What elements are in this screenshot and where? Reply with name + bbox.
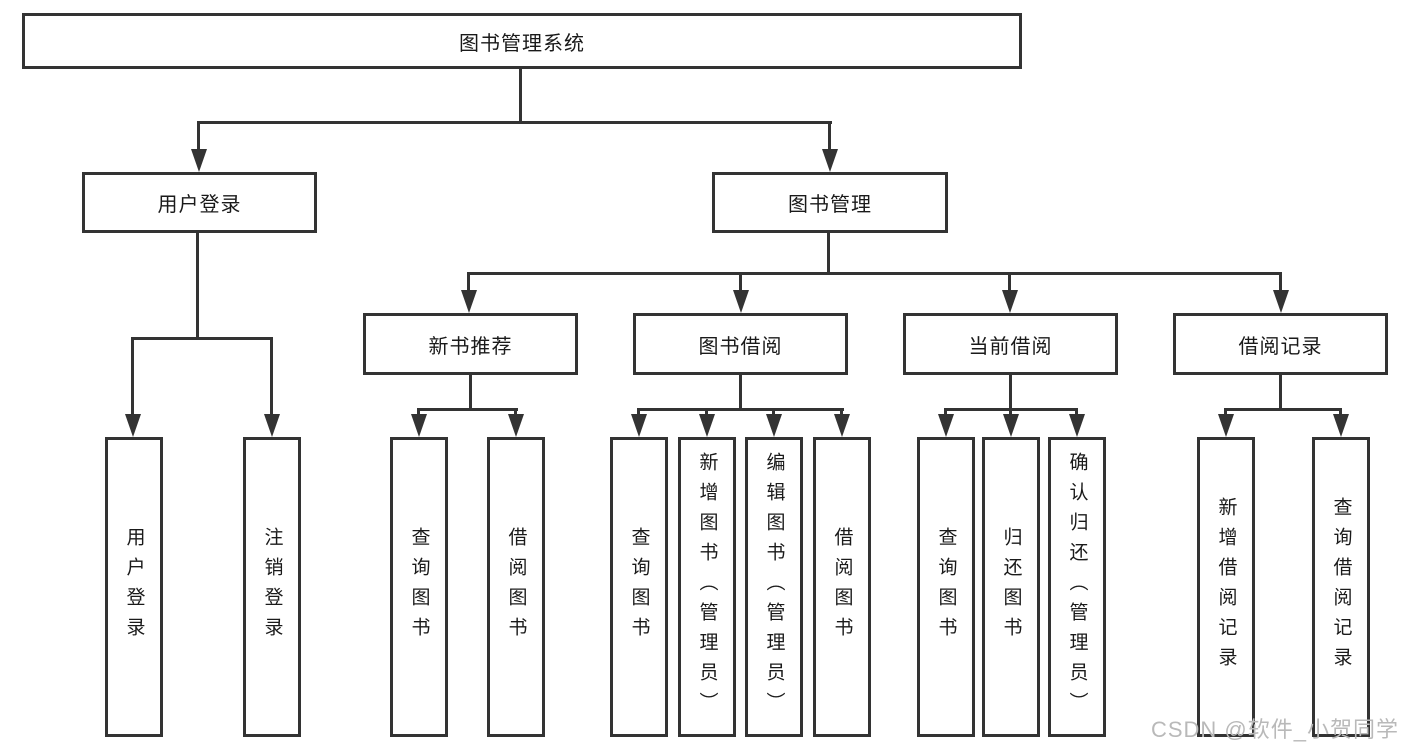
node-query-books-1: 查询图书 (390, 437, 448, 737)
connector-drop-borrow-books-1 (514, 408, 517, 416)
connector-new-book-stem (469, 375, 472, 411)
arrow-to-return-book (1003, 414, 1019, 437)
arrow-to-query-record (1333, 414, 1349, 437)
node-logout-leaf: 注销登录 (243, 437, 301, 737)
connector-drop-book-management (828, 121, 831, 151)
connector-borrow-records-bus (1225, 408, 1342, 411)
arrow-to-confirm-return (1069, 414, 1085, 437)
node-root: 图书管理系统 (22, 13, 1022, 69)
arrow-to-query-books-1 (411, 414, 427, 437)
arrow-to-current-borrow (1002, 290, 1018, 313)
connector-drop-user-login (197, 121, 200, 151)
node-borrow-books-1: 借阅图书 (487, 437, 545, 737)
connector-drop-book-borrow (739, 272, 742, 292)
node-current-borrow-label: 当前借阅 (968, 335, 1053, 358)
node-return-book: 归还图书 (982, 437, 1040, 737)
connector-root-bus (198, 121, 832, 124)
connector-drop-current-borrow (1008, 272, 1011, 292)
connector-drop-user-login-leaf (131, 337, 134, 415)
connector-user-login-bus (132, 337, 273, 340)
connector-drop-query-record (1339, 408, 1342, 416)
node-return-book-label: 归还图书 (1000, 527, 1022, 647)
node-borrow-records: 借阅记录 (1173, 313, 1388, 375)
node-current-borrow: 当前借阅 (903, 313, 1118, 375)
arrow-to-book-management (822, 149, 838, 172)
node-add-borrow-record-label: 新增借阅记录 (1215, 497, 1237, 677)
node-query-borrow-record-label: 查询借阅记录 (1330, 497, 1352, 677)
connector-drop-query-books-2 (637, 408, 640, 416)
arrow-to-edit-book (766, 414, 782, 437)
node-book-management-label: 图书管理 (788, 194, 872, 216)
node-book-borrow-label: 图书借阅 (698, 335, 783, 358)
connector-drop-add-book (705, 408, 708, 416)
arrow-to-user-login-leaf (125, 414, 141, 437)
connector-drop-borrow-records (1279, 272, 1282, 292)
arrow-to-add-book (699, 414, 715, 437)
node-borrow-records-label: 借阅记录 (1238, 335, 1323, 358)
node-add-book-admin: 新增图书（管理员） (678, 437, 736, 737)
node-query-books-3-label: 查询图书 (935, 527, 957, 647)
node-borrow-books-2-label: 借阅图书 (831, 527, 853, 647)
arrow-to-query-books-3 (938, 414, 954, 437)
connector-user-login-stem (196, 233, 199, 340)
connector-drop-query-books-1 (417, 408, 420, 416)
arrow-to-add-record (1218, 414, 1234, 437)
node-query-books-1-label: 查询图书 (408, 527, 430, 647)
connector-drop-return-book (1009, 408, 1012, 416)
connector-drop-edit-book (772, 408, 775, 416)
arrow-to-borrow-records (1273, 290, 1289, 313)
node-logout-leaf-label: 注销登录 (261, 527, 283, 647)
node-query-borrow-record: 查询借阅记录 (1312, 437, 1370, 737)
node-query-books-2: 查询图书 (610, 437, 668, 737)
connector-book-borrow-stem (739, 375, 742, 411)
node-add-borrow-record: 新增借阅记录 (1197, 437, 1255, 737)
node-edit-book-admin-label: 编辑图书（管理员） (763, 452, 785, 722)
arrow-to-borrow-books-2 (834, 414, 850, 437)
node-query-books-2-label: 查询图书 (628, 527, 650, 647)
connector-drop-add-record (1224, 408, 1227, 416)
connector-drop-new-book (467, 272, 470, 292)
connector-drop-logout (270, 337, 273, 415)
node-edit-book-admin: 编辑图书（管理员） (745, 437, 803, 737)
connector-drop-confirm-return (1075, 408, 1078, 416)
node-book-management: 图书管理 (712, 172, 948, 233)
node-root-label: 图书管理系统 (459, 32, 585, 55)
node-confirm-return-admin-label: 确认归还（管理员） (1066, 452, 1088, 722)
connector-drop-query-books-3 (944, 408, 947, 416)
arrow-to-book-borrow (733, 290, 749, 313)
connector-root-stem (519, 68, 522, 124)
arrow-to-borrow-books-1 (508, 414, 524, 437)
node-add-book-admin-label: 新增图书（管理员） (696, 452, 718, 722)
node-user-login-leaf-label: 用户登录 (123, 527, 145, 647)
arrow-to-user-login (191, 149, 207, 172)
connector-book-management-bus (468, 272, 1282, 275)
node-book-borrow: 图书借阅 (633, 313, 848, 375)
node-confirm-return-admin: 确认归还（管理员） (1048, 437, 1106, 737)
watermark-text: CSDN @软件_小贺同学 (1150, 717, 1399, 742)
arrow-to-query-books-2 (631, 414, 647, 437)
connector-current-borrow-stem (1009, 375, 1012, 411)
node-user-login: 用户登录 (82, 172, 317, 233)
node-query-books-3: 查询图书 (917, 437, 975, 737)
connector-book-borrow-bus (638, 408, 844, 411)
connector-book-management-stem (827, 233, 830, 275)
node-user-login-leaf: 用户登录 (105, 437, 163, 737)
arrow-to-new-book (461, 290, 477, 313)
node-borrow-books-2: 借阅图书 (813, 437, 871, 737)
node-new-book-recommend: 新书推荐 (363, 313, 578, 375)
connector-drop-borrow-books-2 (840, 408, 843, 416)
arrow-to-logout (264, 414, 280, 437)
node-user-login-label: 用户登录 (157, 194, 242, 216)
connector-borrow-records-stem (1279, 375, 1282, 411)
node-borrow-books-1-label: 借阅图书 (505, 527, 527, 647)
connector-new-book-bus (418, 408, 518, 411)
node-new-book-recommend-label: 新书推荐 (428, 335, 513, 358)
